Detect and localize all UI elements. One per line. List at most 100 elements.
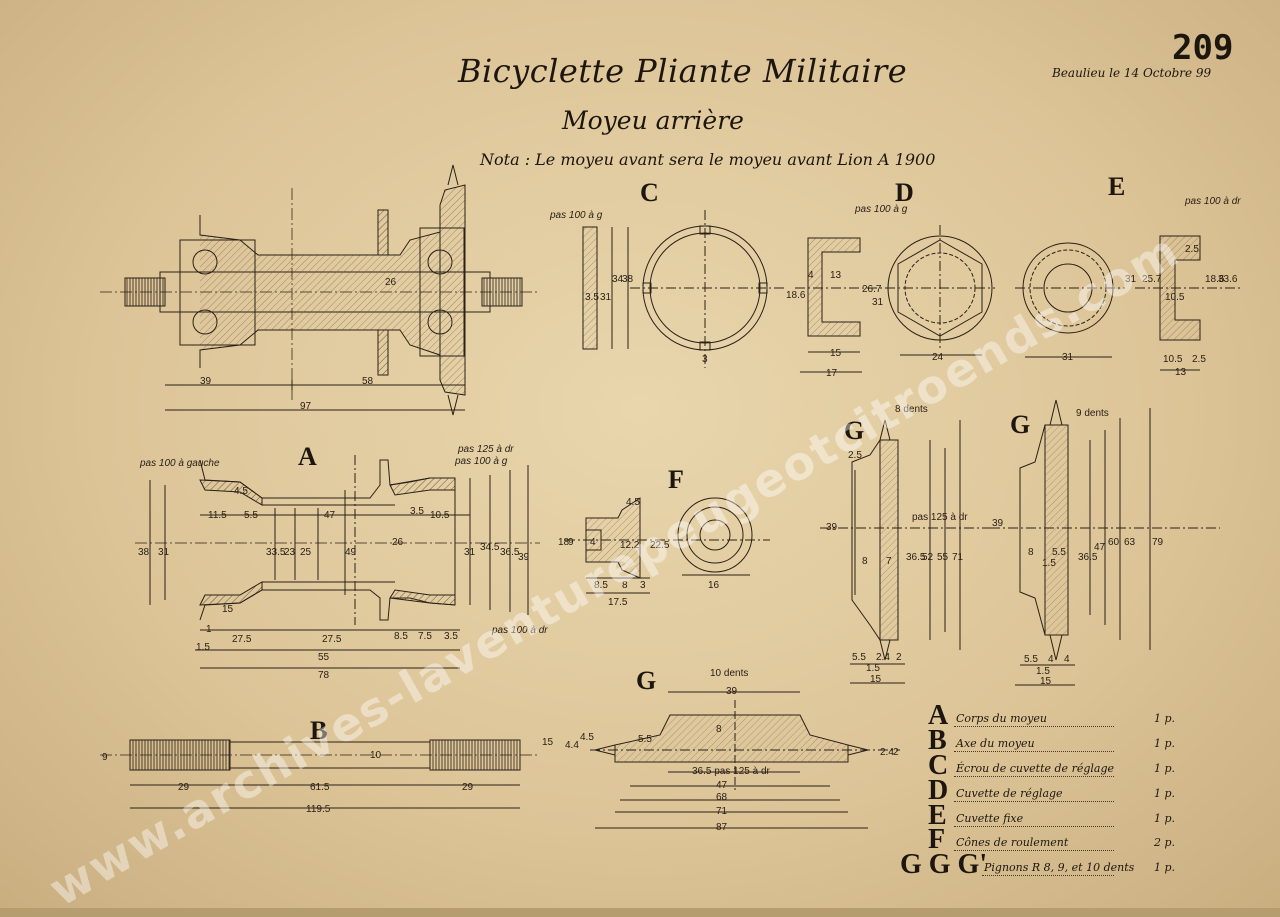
dim-label: 55 bbox=[318, 652, 330, 663]
dim-label: 5.5 bbox=[638, 734, 652, 745]
dim-label: 4 bbox=[1048, 654, 1054, 665]
dim-label: 1.5 bbox=[196, 642, 210, 653]
annotation: pas 100 à g bbox=[854, 204, 908, 215]
legend-key: G G G' bbox=[900, 849, 988, 880]
dim-label: 13 bbox=[830, 270, 842, 281]
dim-label: 8 bbox=[622, 580, 628, 591]
legend-qty: 1 p. bbox=[1154, 737, 1176, 750]
dim-label: 33.6 bbox=[1218, 274, 1238, 285]
part-f-cone bbox=[565, 497, 770, 594]
view-label-d: D bbox=[895, 178, 914, 207]
dim-label: 87 bbox=[716, 822, 728, 833]
dim-label: 4.5 bbox=[626, 497, 640, 508]
dim-label: 4 bbox=[590, 537, 596, 548]
dim-label: pas 125 à dr bbox=[912, 512, 968, 523]
dim-label: 27.5 bbox=[232, 634, 252, 645]
dim-label: 15 bbox=[830, 348, 842, 359]
dim-label: 15 bbox=[1040, 676, 1052, 687]
dim-label: 17.5 bbox=[608, 597, 628, 608]
view-label-c: C bbox=[640, 178, 659, 207]
dim-label: 36.5 bbox=[500, 547, 520, 558]
dim-label: 31 bbox=[1125, 274, 1137, 285]
legend-desc: Cuvette fixe bbox=[956, 812, 1024, 825]
annotation: pas 125 à dr bbox=[457, 444, 514, 455]
leader-line bbox=[954, 850, 1114, 851]
dim-label: 2.4 bbox=[876, 652, 890, 663]
dim-label: 5.5 bbox=[1052, 547, 1066, 558]
part-g-sprocket-9 bbox=[990, 399, 1220, 686]
leader-line bbox=[954, 801, 1114, 802]
dim-label: 24 bbox=[932, 352, 944, 363]
sheet-number: 209 bbox=[1172, 28, 1234, 68]
view-label-a: A bbox=[298, 442, 317, 471]
dim-label: 52 bbox=[922, 552, 934, 563]
dim-label: 39 bbox=[726, 686, 738, 697]
dim-label: 36.5 bbox=[906, 552, 926, 563]
dim-label: 12.2 bbox=[620, 540, 640, 551]
dim-label: 16 bbox=[708, 580, 720, 591]
dim-label: 25 bbox=[300, 547, 312, 558]
legend-key: F bbox=[928, 824, 946, 855]
annotation: pas 100 à dr bbox=[1184, 196, 1241, 207]
dim-label: 63 bbox=[1124, 537, 1136, 548]
dim-label: 11.5 bbox=[208, 510, 227, 521]
view-label-e: E bbox=[1108, 172, 1126, 201]
dim-label: 36.5 bbox=[1078, 552, 1098, 563]
legend-desc: Cuvette de réglage bbox=[956, 787, 1063, 800]
hub-assembly-section bbox=[100, 164, 540, 416]
dim-label: 2 bbox=[896, 652, 902, 663]
dim-label: 119.5 bbox=[306, 804, 331, 815]
annotation: pas 100 à g bbox=[549, 210, 603, 221]
legend-qty: 1 p. bbox=[1154, 861, 1176, 874]
dim-label: 1.5 bbox=[1036, 666, 1050, 677]
legend-row: E Cuvette fixe 1 p. bbox=[928, 800, 1178, 831]
dim-label: 26.7 bbox=[862, 284, 882, 295]
dim-label: 47 bbox=[716, 780, 728, 791]
dim-label: 71 bbox=[716, 806, 728, 817]
legend-qty: 2 p. bbox=[1154, 836, 1176, 849]
dim-label: 47 bbox=[1094, 542, 1106, 553]
legend-row: F Cônes de roulement 2 p. bbox=[928, 824, 1178, 855]
dim-label: 29 bbox=[178, 782, 190, 793]
annotation: 8 dents bbox=[895, 404, 928, 415]
annotation: pas 100 à gauche bbox=[139, 458, 220, 469]
dim-label: 36.5 pas 125 à dr bbox=[692, 766, 771, 777]
dim-label: 10 bbox=[370, 750, 382, 761]
dim-label: 3.5 bbox=[410, 506, 424, 517]
leader-line bbox=[954, 826, 1114, 827]
legend-key: E bbox=[928, 800, 947, 831]
dim-label: 39 bbox=[518, 552, 530, 563]
dim-label: 3.5 bbox=[444, 631, 458, 642]
dim-label: 18.6 bbox=[1205, 274, 1225, 285]
legend-key: D bbox=[928, 775, 949, 806]
legend-row: B Axe du moyeu 1 p. bbox=[928, 725, 1178, 756]
dim-label: 39 bbox=[826, 522, 838, 533]
dim-label: 10.5 bbox=[430, 510, 450, 521]
legend-key: B bbox=[928, 725, 947, 756]
dim-label: 60 bbox=[1108, 537, 1120, 548]
legend-qty: 1 p. bbox=[1154, 812, 1176, 825]
dim-label: 2.5 bbox=[1185, 244, 1199, 255]
legend-qty: 1 p. bbox=[1154, 787, 1176, 800]
legend-qty: 1 p. bbox=[1154, 712, 1176, 725]
legend-row: G G G' Pignons R 8, 9, et 10 dents 1 p. bbox=[900, 849, 1178, 880]
dim-label: 13 bbox=[1175, 367, 1187, 378]
dim-label: 31 bbox=[1062, 352, 1074, 363]
annotation: 10 dents bbox=[710, 668, 748, 679]
dim-label: 29 bbox=[462, 782, 474, 793]
dim-label: 10.5 bbox=[1165, 292, 1185, 303]
dim-label: 61.5 bbox=[310, 782, 330, 793]
legend-row: C Écrou de cuvette de réglage 1 p. bbox=[928, 750, 1178, 781]
legend-desc: Corps du moyeu bbox=[956, 712, 1047, 725]
dim-label: 1 bbox=[206, 624, 212, 635]
dim-label: 47 bbox=[324, 510, 336, 521]
part-g-sprocket-10 bbox=[590, 691, 900, 829]
annotation: pas 100 à dr bbox=[491, 625, 548, 636]
part-g-sprocket-8 bbox=[820, 419, 1000, 684]
dim-label: 3 bbox=[640, 580, 646, 591]
dim-label: 97 bbox=[300, 401, 312, 412]
part-a-hub-body bbox=[135, 455, 540, 669]
part-b-axle bbox=[100, 739, 540, 809]
